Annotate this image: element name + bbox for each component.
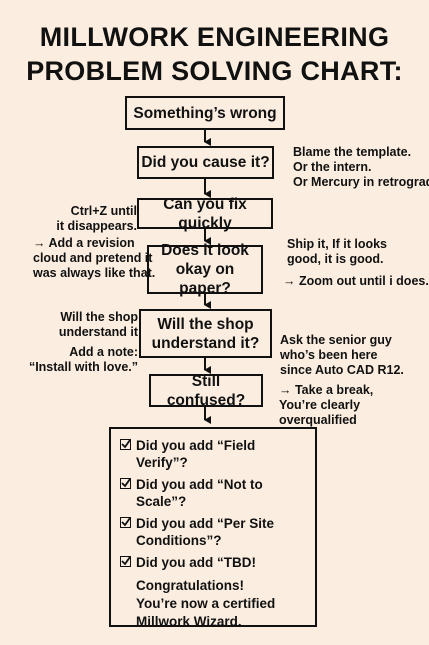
checklist-item-not-to-scale: Did you add “Not to Scale”? [120, 476, 309, 510]
note-take-a-break-line-1: → Take a break, [279, 383, 374, 397]
note-ctrl-z-line-2: it disappears. [56, 219, 137, 233]
chart-title-line-1: MILLWORK ENGINEERING [39, 22, 390, 52]
checklist-item-label: Did you add “Not to Scale”? [136, 477, 263, 509]
note-add-install-with-love-line-2: “Install with love.” [28, 360, 138, 374]
checklist-item-label-line-1: Did you add “Per Site [136, 516, 275, 531]
note-revision-line-2: cloud and pretend it [33, 251, 153, 265]
node-still-confused: Still confused? [149, 373, 263, 409]
node-does-it-look-okay-line-1: Does it look [161, 242, 249, 259]
congratulations-line-1: Congratulations! [136, 578, 244, 593]
note-add-install-with-love: Add a note: “Install with love.” [29, 345, 138, 375]
congratulations-message: Congratulations! You’re now a certified … [136, 577, 309, 631]
node-does-it-look-okay-line-2: okay on paper? [175, 261, 235, 297]
node-will-the-shop-understand-line-1: Will the shop [157, 315, 254, 333]
node-will-the-shop-understand: Will the shop understand it? [139, 309, 272, 358]
note-shop-understand-left: Will the shop understand it [59, 310, 138, 340]
checklist-item-label: Did you add “Per Site Conditions”? [136, 515, 274, 549]
checkbox-checked-icon [120, 439, 131, 450]
note-blame-line-2: Or the intern. [293, 160, 372, 174]
checklist-item-label: Did you add “Field Verify”? [136, 438, 256, 470]
congratulations-line-3: Millwork Wizard. [136, 614, 242, 629]
checklist-item-label-line-2: Conditions”? [136, 533, 222, 548]
chart-title-line-2: PROBLEM SOLVING CHART: [26, 56, 403, 86]
checkbox-checked-icon [120, 517, 131, 528]
note-senior-guy: Ask the senior guy who’s been here since… [280, 333, 404, 378]
note-ship-it-line-1: Ship it, If it looks [287, 237, 387, 251]
note-zoom-out: → Zoom out until i does. [283, 274, 429, 288]
checkbox-checked-icon [120, 478, 131, 489]
note-ship-it: Ship it, If it looks good, it is good. [287, 237, 387, 267]
note-senior-guy-line-1: Ask the senior guy [280, 333, 392, 347]
checklist-item-per-site-conditions: Did you add “Per Site Conditions”? [120, 515, 309, 549]
congratulations-line-2: You’re now a certified [136, 596, 276, 611]
note-blame-line-1: Blame the template. [293, 145, 412, 159]
note-shop-understand-left-line-1: Will the shop [60, 310, 138, 324]
node-did-you-cause-it: Did you cause it? [137, 146, 274, 179]
note-blame-line-3: Or Mercury in retrograde. [293, 175, 429, 189]
note-blame: Blame the template. Or the intern. Or Me… [293, 145, 429, 190]
note-revision: → Add a revision cloud and pretend it wa… [33, 236, 155, 281]
checkbox-checked-icon [120, 556, 131, 567]
checklist-item-label: Did you add “TBD! [136, 555, 256, 570]
note-take-a-break: → Take a break, You’re clearly overquali… [279, 383, 373, 428]
checklist-item-tbd: Did you add “TBD! [120, 554, 309, 571]
note-ctrl-z-line-1: Ctrl+Z until [70, 204, 137, 218]
note-revision-line-1: → Add a revision [33, 236, 135, 250]
note-senior-guy-line-2: who’s been here [280, 348, 378, 362]
note-senior-guy-line-3: since Auto CAD R12. [280, 363, 404, 377]
note-ship-it-line-2: good, it is good. [287, 252, 384, 266]
node-can-you-fix-quickly: Can you fix quickly [137, 196, 273, 232]
final-checklist-box: Did you add “Field Verify”? Did you add … [109, 427, 317, 629]
note-ctrl-z: Ctrl+Z until it disappears. [56, 204, 137, 234]
node-somethings-wrong: Something’s wrong [125, 96, 285, 130]
node-does-it-look-okay: Does it look okay on paper? [147, 242, 263, 297]
note-revision-line-3: was always like that. [33, 266, 156, 280]
note-take-a-break-line-3: overqualified [279, 413, 357, 427]
note-add-install-with-love-line-1: Add a note: [69, 345, 138, 359]
node-will-the-shop-understand-line-2: understand it? [151, 334, 260, 352]
note-shop-understand-left-line-2: understand it [58, 325, 138, 339]
note-take-a-break-line-2: You’re clearly [279, 398, 361, 412]
checklist-item-field-verify: Did you add “Field Verify”? [120, 437, 309, 471]
